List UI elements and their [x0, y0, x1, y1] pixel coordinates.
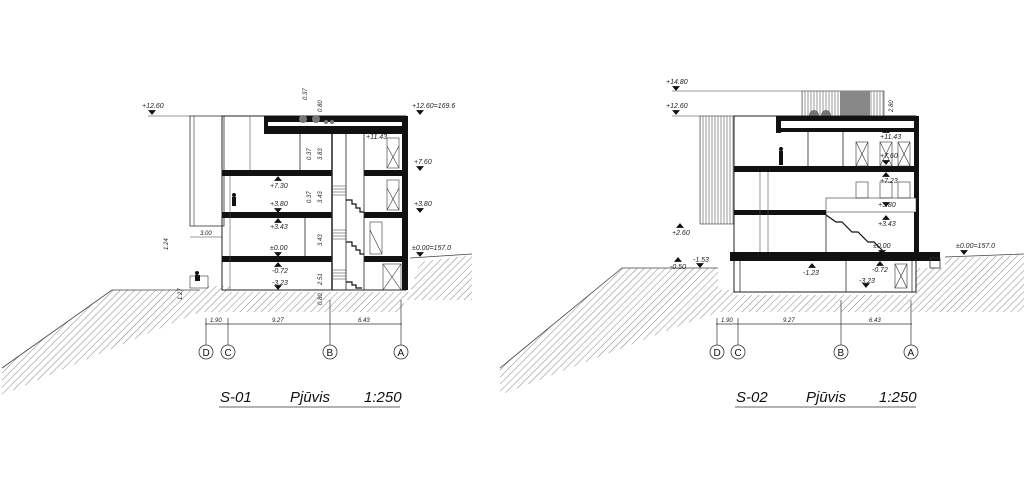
title-name: Pjūvis — [806, 389, 847, 406]
terrain-hatch — [499, 253, 1024, 395]
level-label: +2.60 — [672, 230, 690, 237]
level-label: +12.60=169.6 — [412, 103, 455, 110]
level-label: -3.23 — [272, 280, 288, 287]
dim-label: 3.43 — [318, 234, 324, 246]
axis-marker-b: B — [833, 344, 849, 360]
title-scale: 1:250 — [879, 389, 917, 406]
building-s02 — [699, 90, 941, 293]
level-label: ±0.00=157.0 — [956, 243, 995, 250]
axis-marker-d: D — [709, 344, 725, 360]
level-label: +3.43 — [270, 224, 288, 231]
level-label: +12.60 — [142, 103, 164, 110]
span-label: 9.27 — [783, 318, 795, 324]
dim-label: 3.00 — [200, 231, 212, 237]
level-label: +3.80 — [270, 201, 288, 208]
drawing-title-s02: S-02 Pjūvis 1:250 — [735, 389, 917, 408]
person-figure-icon — [779, 147, 783, 165]
axis-label: D — [203, 348, 210, 359]
level-label: +12.60 — [666, 103, 688, 110]
axis-label: D — [714, 348, 721, 359]
axis-marker-c: C — [220, 344, 236, 360]
dim-label: 0.80 — [318, 100, 324, 112]
level-label: -0.72 — [272, 268, 288, 275]
level-label: +7.23 — [880, 178, 898, 185]
seated-person-icon — [195, 271, 200, 281]
title-scale: 1:250 — [364, 389, 402, 406]
level-label: ±0.00=157.0 — [412, 245, 451, 252]
building-s01 — [189, 115, 408, 291]
level-markers-s02: +14.80 +12.60 2.80 +11.43 +7.60 +7.23 +3… — [666, 79, 995, 288]
level-label: +7.30 — [270, 183, 288, 190]
level-label: +3.43 — [878, 221, 896, 228]
level-label: ±0.00 — [873, 243, 891, 250]
level-label: +14.80 — [666, 79, 688, 86]
level-label: -1.53 — [693, 257, 709, 264]
span-label: 1.90 — [210, 318, 222, 324]
level-label: ±0.00 — [270, 245, 288, 252]
grid-axes-s01: 1.90 9.27 6.43 D C B A — [198, 300, 409, 360]
axis-label: B — [327, 348, 334, 359]
level-label: -1.23 — [803, 270, 819, 277]
span-label: 1.90 — [721, 318, 733, 324]
axis-label: A — [398, 348, 405, 359]
axis-marker-c: C — [730, 344, 746, 360]
axis-marker-b: B — [322, 344, 338, 360]
level-label: -0.72 — [872, 267, 888, 274]
span-label: 9.27 — [272, 318, 284, 324]
person-figure-icon — [232, 193, 236, 206]
dim-label: 1.24 — [164, 238, 170, 250]
axis-label: B — [838, 348, 845, 359]
section-s02: +14.80 +12.60 2.80 +11.43 +7.60 +7.23 +3… — [499, 79, 1024, 408]
axis-marker-d: D — [198, 344, 214, 360]
level-label: +3.80 — [878, 202, 896, 209]
dim-label: 0.80 — [318, 293, 324, 305]
title-code: S-02 — [736, 389, 768, 406]
dimensions-s01: 0.37 0.80 0.37 3.83 0.37 3.43 3.43 2.51 … — [164, 88, 324, 305]
level-markers-s01: +12.60 +12.60=169.6 +11.43 +7.60 +7.30 +… — [142, 103, 455, 290]
dim-label: 0.37 — [307, 191, 313, 203]
level-label: +3.80 — [414, 201, 432, 208]
dim-label: 2.80 — [889, 100, 895, 113]
axis-marker-a: A — [393, 344, 409, 360]
span-label: 6.43 — [869, 318, 881, 324]
span-label: 6.43 — [358, 318, 370, 324]
axis-marker-a: A — [903, 344, 919, 360]
dim-label: 0.37 — [303, 88, 309, 100]
level-label: -0.50 — [670, 264, 686, 271]
dim-label: 0.37 — [307, 148, 313, 160]
level-label: +7.60 — [880, 153, 898, 160]
title-code: S-01 — [220, 389, 252, 406]
dim-label: 2.51 — [318, 273, 324, 286]
axis-label: A — [908, 348, 915, 359]
drawing-title-s01: S-01 Pjūvis 1:250 — [219, 389, 402, 408]
level-label: +7.60 — [414, 159, 432, 166]
terrain-hatch — [1, 253, 473, 395]
dim-label: 1.27 — [178, 288, 184, 300]
dim-label: 3.83 — [318, 148, 324, 160]
level-label: +11.43 — [366, 134, 387, 141]
title-name: Pjūvis — [290, 389, 331, 406]
section-s01: +12.60 +12.60=169.6 +11.43 +7.60 +7.30 +… — [1, 88, 473, 408]
axis-label: C — [735, 348, 742, 359]
axis-label: C — [225, 348, 232, 359]
level-label: -3.23 — [859, 278, 875, 285]
level-label: +11.43 — [880, 134, 901, 141]
dim-label: 3.43 — [318, 191, 324, 203]
grid-axes-s02: 1.90 9.27 6.43 D C B A — [709, 300, 919, 360]
